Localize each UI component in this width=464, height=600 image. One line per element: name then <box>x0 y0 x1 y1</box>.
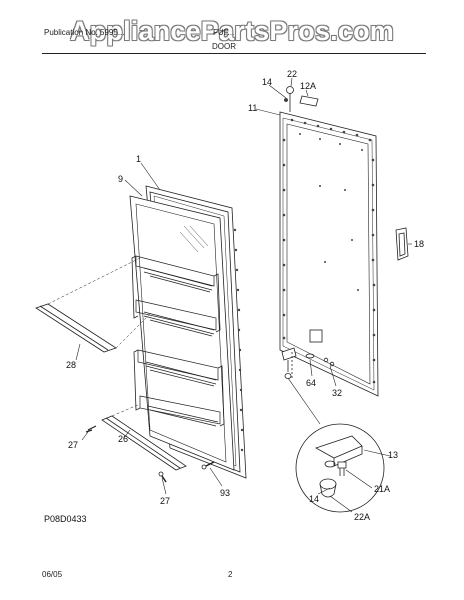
callout-26: 26 <box>118 434 128 444</box>
door-shelf-28 <box>35 257 151 353</box>
callout-32: 32 <box>332 388 342 398</box>
callout-14-top: 14 <box>262 77 272 87</box>
header-publication-text: Publication No. 5995... <box>44 28 125 37</box>
door-handle <box>395 227 409 261</box>
callout-13: 13 <box>388 450 398 460</box>
callout-27-bottom: 27 <box>160 496 170 506</box>
callout-leaders <box>75 77 412 513</box>
callout-27-left: 27 <box>68 440 78 450</box>
figure-code: P08D0433 <box>44 514 87 524</box>
hinge-detail-circle <box>287 377 385 513</box>
callout-18: 18 <box>414 239 424 249</box>
outer-door-panel <box>279 111 379 397</box>
header-divider <box>42 53 426 54</box>
footer-date: 06/05 <box>42 570 63 579</box>
door-shelf-26 <box>101 403 187 471</box>
screws <box>85 425 215 483</box>
callout-22a: 22A <box>354 512 370 522</box>
section-title: DOOR <box>212 42 236 51</box>
header-model-text: FUF... <box>213 28 235 37</box>
bottom-hinge-parts <box>281 347 335 380</box>
inner-door-liner <box>129 195 235 471</box>
footer-page-number: 2 <box>228 570 233 579</box>
callout-14-detail: 14 <box>309 494 319 504</box>
callout-labels: 1 9 11 12A 13 14 14 18 21A 22 22A 26 27 … <box>66 69 424 522</box>
callout-1: 1 <box>136 154 141 164</box>
callout-21a: 21A <box>374 484 390 494</box>
callout-12a: 12A <box>300 81 316 91</box>
callout-93: 93 <box>220 488 230 498</box>
callout-64: 64 <box>306 378 316 388</box>
top-hinge-parts <box>284 86 319 112</box>
callout-9: 9 <box>118 174 123 184</box>
callout-11: 11 <box>248 103 257 113</box>
callout-22: 22 <box>287 69 297 79</box>
callout-28: 28 <box>66 360 76 370</box>
